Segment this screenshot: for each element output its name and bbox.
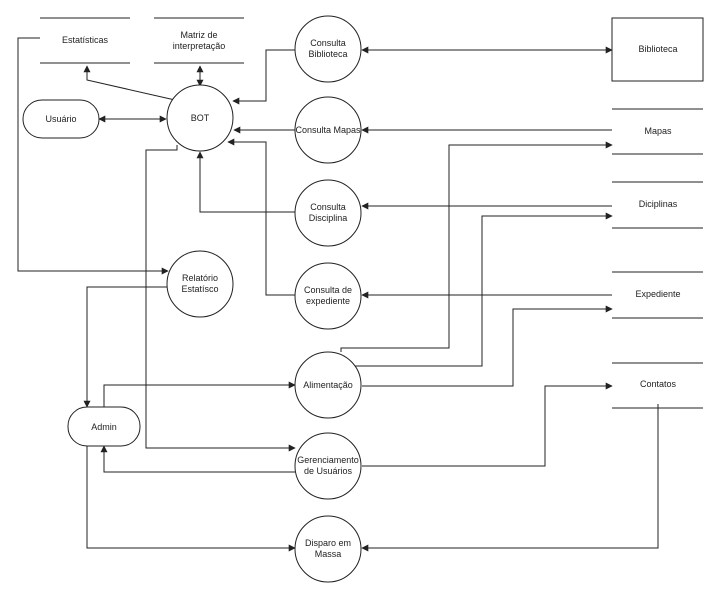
process-bot: BOT <box>166 84 234 152</box>
estatisticas-label: Estatísticas <box>62 35 109 45</box>
process-consulta-expediente: Consulta de expediente <box>294 262 362 330</box>
process-consulta-biblioteca: Consulta Biblioteca <box>294 15 362 83</box>
flow-alimentacao-to-mapas <box>340 141 613 352</box>
disparo-label-1: Disparo em <box>305 538 351 548</box>
terminator-usuario: Usuário <box>22 99 100 139</box>
connectors <box>17 37 659 552</box>
flow-gerenciamento-to-admin <box>100 445 295 473</box>
flow-contatos-to-disparo <box>361 404 659 552</box>
process-disparo: Disparo em Massa <box>294 515 362 583</box>
terminator-admin: Admin <box>67 406 141 447</box>
consulta-biblioteca-label-2: Biblioteca <box>308 49 347 59</box>
data-store-expediente: Expediente <box>612 271 703 319</box>
data-store-estatisticas: Estatísticas <box>40 17 130 64</box>
consulta-mapas-label: Consulta Mapas <box>295 125 361 135</box>
gerenciamento-label-2: de Usuários <box>304 466 353 476</box>
process-alimentacao: Alimentação <box>294 351 362 419</box>
flow-gerenciamento-to-contatos <box>362 382 613 467</box>
data-store-matriz: Matriz de interpretação <box>154 17 244 64</box>
usuario-label: Usuário <box>45 114 76 124</box>
biblioteca-label: Biblioteca <box>638 44 677 54</box>
data-store-contatos: Contatos <box>612 362 703 409</box>
flow-consulta-biblioteca-to-bot <box>232 49 296 105</box>
flow-admin-to-alimentacao <box>103 381 296 407</box>
flow-relatorio-to-admin <box>83 286 168 408</box>
flow-admin-to-disparo <box>86 446 296 552</box>
bot-label: BOT <box>191 113 210 123</box>
expediente-label: Expediente <box>635 289 680 299</box>
consulta-biblioteca-label-1: Consulta <box>310 38 346 48</box>
consulta-disciplina-label-1: Consulta <box>310 202 346 212</box>
matriz-label-1: Matriz de <box>180 30 217 40</box>
contatos-label: Contatos <box>640 379 677 389</box>
relatorio-label-1: Relatório <box>182 273 218 283</box>
flow-alimentacao-to-disciplinas <box>352 212 613 367</box>
relatorio-label-2: Estatísco <box>181 284 218 294</box>
flow-estatisticas-to-relatorio <box>17 37 169 275</box>
data-store-disciplinas: Diciplinas <box>612 181 703 229</box>
matriz-label-2: interpretação <box>173 41 226 51</box>
gerenciamento-label-1: Gerenciamento <box>297 455 359 465</box>
process-consulta-mapas: Consulta Mapas <box>294 96 362 164</box>
process-gerenciamento: Gerenciamento de Usuários <box>294 432 362 500</box>
entity-biblioteca: Biblioteca <box>611 17 704 82</box>
process-relatorio: Relatório Estatísco <box>166 250 234 318</box>
flow-bot-to-estatisticas <box>83 65 176 101</box>
flow-consulta-expediente-to-bot <box>227 138 295 296</box>
disparo-label-2: Massa <box>315 549 342 559</box>
data-store-mapas: Mapas <box>612 108 703 155</box>
admin-label: Admin <box>91 422 117 432</box>
process-consulta-disciplina: Consulta Disciplina <box>294 179 362 247</box>
consulta-expediente-label-1: Consulta de <box>304 285 352 295</box>
alimentacao-label: Alimentação <box>303 380 353 390</box>
mapas-label: Mapas <box>644 126 672 136</box>
flow-bot-to-gerenciamento <box>145 145 296 452</box>
consulta-expediente-label-2: expediente <box>306 296 350 306</box>
flow-alimentacao-to-expediente <box>362 305 613 387</box>
flow-consulta-disciplina-to-bot <box>196 151 295 213</box>
disciplinas-label: Diciplinas <box>639 199 678 209</box>
consulta-disciplina-label-2: Disciplina <box>309 213 348 223</box>
